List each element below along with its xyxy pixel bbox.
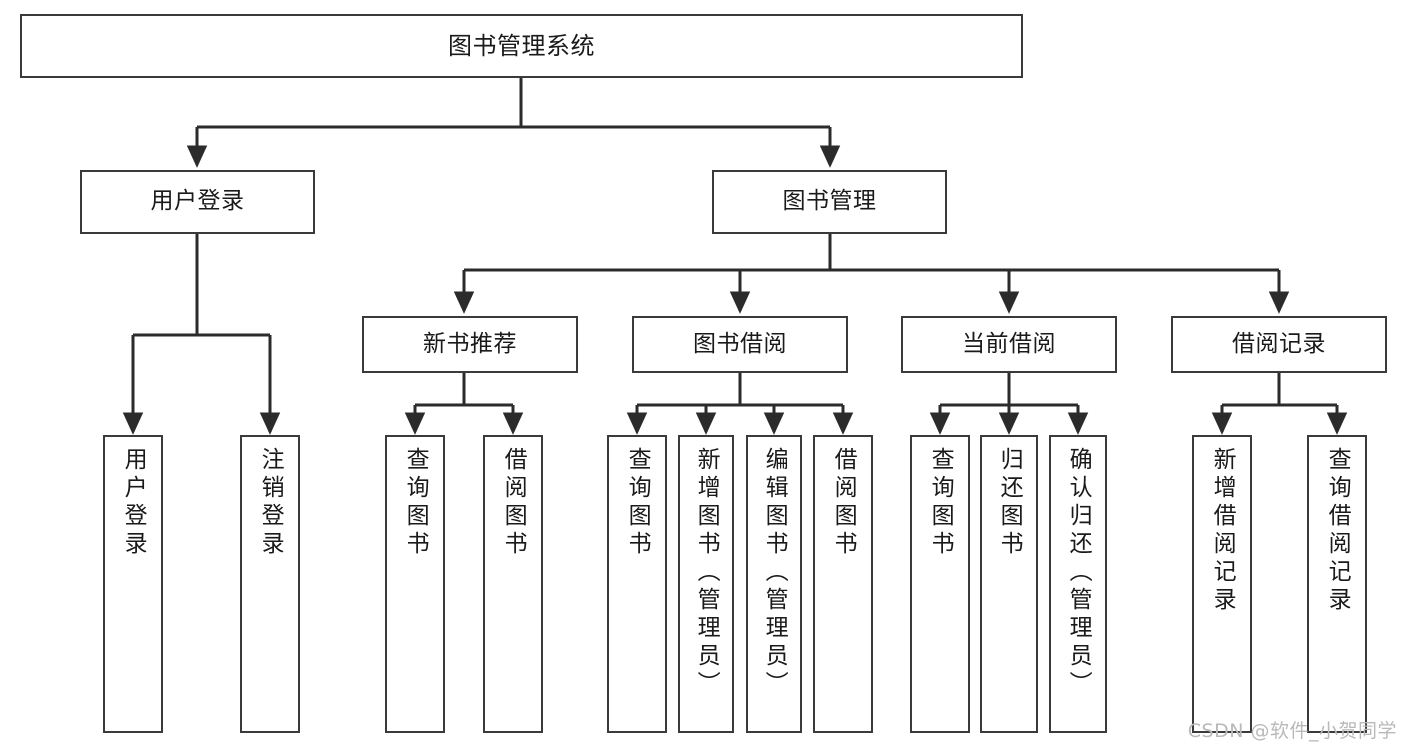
node-leaf-query-borrow-record-label: 查询借阅记录 <box>1324 447 1351 615</box>
node-user-login[interactable]: 用户登录 <box>80 170 315 234</box>
node-user-login-label: 用户登录 <box>150 188 245 215</box>
node-leaf-confirm-return-admin[interactable]: 确认归还（管理员） <box>1049 435 1107 733</box>
node-leaf-borrow-book-newbook-label: 借阅图书 <box>500 447 527 559</box>
node-book-borrow[interactable]: 图书借阅 <box>632 316 848 373</box>
node-borrow-record-label: 借阅记录 <box>1232 330 1326 357</box>
node-leaf-add-book-admin[interactable]: 新增图书（管理员） <box>678 435 734 733</box>
csdn-watermark: CSDN @软件_小贺同学 <box>1187 720 1397 742</box>
node-leaf-query-book-current-label: 查询图书 <box>927 447 954 559</box>
node-current-borrow-label: 当前借阅 <box>962 330 1056 357</box>
node-root-label: 图书管理系统 <box>448 31 595 60</box>
node-leaf-confirm-return-admin-label: 确认归还（管理员） <box>1065 447 1092 699</box>
node-leaf-add-borrow-record-label: 新增借阅记录 <box>1209 447 1236 615</box>
node-new-book-recommend[interactable]: 新书推荐 <box>362 316 578 373</box>
node-root[interactable]: 图书管理系统 <box>20 14 1023 78</box>
node-leaf-query-book-current[interactable]: 查询图书 <box>910 435 970 733</box>
node-leaf-query-book-newbook-label: 查询图书 <box>402 447 429 559</box>
node-current-borrow[interactable]: 当前借阅 <box>901 316 1117 373</box>
node-new-book-recommend-label: 新书推荐 <box>423 330 517 357</box>
node-leaf-borrow-book-borrow-label: 借阅图书 <box>830 447 857 559</box>
node-leaf-add-book-admin-label: 新增图书（管理员） <box>693 447 720 699</box>
node-book-management-label: 图书管理 <box>782 188 877 215</box>
node-leaf-return-book-label: 归还图书 <box>996 447 1023 559</box>
node-leaf-user-login-label: 用户登录 <box>120 447 147 559</box>
node-leaf-borrow-book-borrow[interactable]: 借阅图书 <box>813 435 873 733</box>
node-leaf-query-borrow-record[interactable]: 查询借阅记录 <box>1307 435 1367 733</box>
node-leaf-edit-book-admin-label: 编辑图书（管理员） <box>761 447 788 699</box>
node-leaf-logout[interactable]: 注销登录 <box>240 435 300 733</box>
node-leaf-logout-label: 注销登录 <box>257 447 284 559</box>
node-leaf-return-book[interactable]: 归还图书 <box>980 435 1038 733</box>
node-borrow-record[interactable]: 借阅记录 <box>1171 316 1387 373</box>
node-leaf-borrow-book-newbook[interactable]: 借阅图书 <box>483 435 543 733</box>
node-leaf-query-book-borrow-label: 查询图书 <box>624 447 651 559</box>
node-leaf-edit-book-admin[interactable]: 编辑图书（管理员） <box>746 435 802 733</box>
node-leaf-query-book-newbook[interactable]: 查询图书 <box>385 435 445 733</box>
node-leaf-user-login[interactable]: 用户登录 <box>103 435 163 733</box>
node-leaf-query-book-borrow[interactable]: 查询图书 <box>607 435 667 733</box>
node-book-borrow-label: 图书借阅 <box>693 330 787 357</box>
node-book-management[interactable]: 图书管理 <box>712 170 947 234</box>
node-leaf-add-borrow-record[interactable]: 新增借阅记录 <box>1192 435 1252 733</box>
